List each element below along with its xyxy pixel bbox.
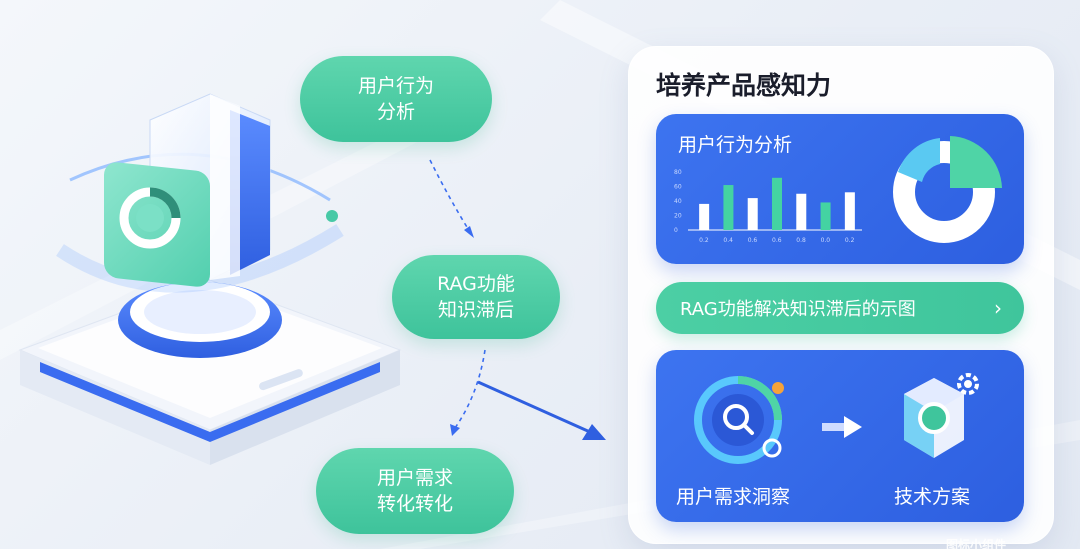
x-tick-label: 0.2 <box>699 237 709 244</box>
panel-title: 培养产品感知力 <box>656 71 832 100</box>
y-tick-label: 60 <box>674 184 682 191</box>
y-tick-label: 40 <box>674 198 682 205</box>
bar <box>820 202 831 230</box>
bar <box>723 185 734 230</box>
x-tick-label: 0.6 <box>772 237 782 244</box>
rag-diagram-label: RAG功能解决知识滞后的示图 <box>680 299 916 320</box>
pill-line: 知识滞后 <box>437 299 514 321</box>
pill-rag-lag[interactable]: RAG功能 知识滞后 <box>392 255 560 339</box>
pill-line: 转化转化 <box>376 493 453 515</box>
analytics-card-title: 用户行为分析 <box>678 134 793 156</box>
bar <box>844 192 855 230</box>
x-tick-label: 0.4 <box>723 237 733 244</box>
y-tick-label: 0 <box>674 227 678 234</box>
x-tick-label: 0.0 <box>821 237 831 244</box>
platform-illustration <box>18 93 402 465</box>
solution-gear-icon <box>904 373 979 458</box>
connector-arrows <box>429 159 606 440</box>
bar <box>796 193 807 230</box>
pill-line: 用户需求 <box>376 467 453 489</box>
x-tick-label: 0.8 <box>796 237 806 244</box>
watermark-text: 图标小组件 <box>946 538 1007 549</box>
chevron-right-icon: › <box>994 296 1002 320</box>
y-tick-label: 20 <box>674 213 682 220</box>
bar <box>699 203 710 230</box>
x-tick-label: 0.2 <box>845 237 855 244</box>
bar <box>772 177 782 230</box>
flow-to-label: 技术方案 <box>894 486 971 508</box>
search-insight-icon <box>694 376 784 464</box>
pill-user-behavior[interactable]: 用户行为 分析 <box>300 56 492 142</box>
pill-line: 用户行为 <box>357 75 434 97</box>
y-tick-label: 80 <box>674 169 682 176</box>
arrow-right-icon <box>822 416 862 438</box>
rag-diagram-link[interactable]: RAG功能解决知识滞后的示图 › <box>656 282 1024 334</box>
pill-line: RAG功能 <box>437 273 515 295</box>
flow-from-label: 用户需求洞察 <box>676 486 791 508</box>
bar-chart: 80 60 40 20 0 0.2 0.4 0.6 0.6 0.8 0.0 0.2 <box>674 169 862 244</box>
pill-line: 分析 <box>376 101 415 123</box>
x-tick-label: 0.6 <box>748 237 758 244</box>
bar <box>747 198 758 230</box>
pill-demand-conversion[interactable]: 用户需求 转化转化 <box>316 448 514 534</box>
donut-chart-icon <box>893 136 1002 243</box>
